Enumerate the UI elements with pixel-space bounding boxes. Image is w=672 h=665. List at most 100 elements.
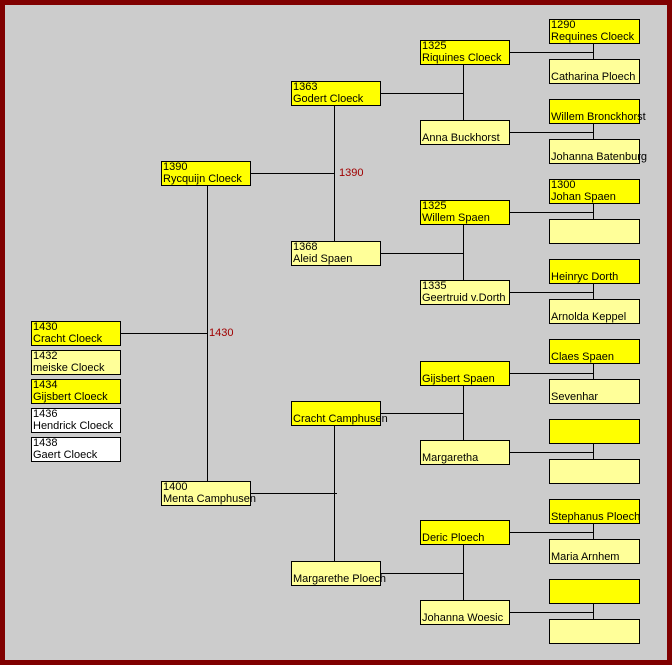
person-name: Gijsbert Spaen [422, 372, 495, 385]
connector-line [380, 93, 463, 94]
birth-year [422, 441, 509, 453]
ancestor-box-gen4[interactable]: Catharina Ploech [549, 59, 640, 84]
birth-year [422, 362, 509, 374]
ancestor-box-gen4[interactable] [549, 419, 640, 444]
person-name: Catharina Ploech [551, 70, 636, 83]
person-name [551, 632, 639, 644]
ancestor-box-gen4[interactable] [549, 579, 640, 604]
connector-line [463, 65, 464, 120]
ancestor-box-gen3[interactable]: Gijsbert Spaen [420, 361, 510, 386]
ancestor-box-gen4[interactable]: Willem Bronckhorst [549, 99, 646, 124]
connector-line [509, 532, 593, 533]
birth-year: 1335 [422, 280, 447, 292]
birth-year [293, 562, 380, 574]
person-name: Johanna Woesic [422, 611, 504, 624]
birth-year: 1363 [293, 81, 318, 93]
person-name: Hendrick Cloeck [33, 419, 114, 432]
ancestor-box-gen2[interactable]: Margarethe Ploech [291, 561, 386, 586]
marriage-year-label: 1390 [339, 167, 364, 179]
ancestor-box-gen4[interactable] [549, 619, 640, 644]
ancestor-box-gen4[interactable] [549, 219, 640, 244]
person-name: Margarethe Ploech [293, 572, 386, 585]
person-name: Sevenhar [551, 390, 599, 403]
person-name: Heinryc Dorth [551, 270, 619, 283]
connector-line [509, 212, 593, 213]
birth-year: 1290 [551, 19, 576, 31]
connector-line [119, 333, 207, 334]
birth-year [422, 121, 509, 133]
connector-line [593, 44, 594, 59]
ancestor-box-gen4[interactable]: Sevenhar [549, 379, 640, 404]
connector-line [463, 386, 464, 440]
connector-line [380, 413, 463, 414]
ancestor-box-gen3[interactable]: Johanna Woesic [420, 600, 510, 625]
birth-year: 1325 [422, 40, 447, 52]
birth-year [551, 580, 639, 592]
birth-year: 1390 [163, 161, 188, 173]
ancestor-box-gen3[interactable]: Anna Buckhorst [420, 120, 510, 145]
person-name: meiske Cloeck [33, 361, 105, 374]
connector-line [380, 573, 463, 574]
ancestor-box-gen4[interactable]: Heinryc Dorth [549, 259, 640, 284]
connector-line [593, 204, 594, 219]
connector-line [249, 493, 337, 494]
ancestor-box-gen4[interactable]: Stephanus Ploech [549, 499, 640, 524]
connector-line [334, 106, 335, 241]
connector-line [509, 52, 593, 53]
connector-line [593, 124, 594, 139]
person-name: Geertruid v.Dorth [422, 291, 506, 304]
birth-year [551, 100, 639, 112]
birth-year: 1430 [33, 321, 58, 333]
birth-year: 1325 [422, 200, 447, 212]
birth-year [551, 300, 639, 312]
connector-line [250, 173, 334, 174]
marriage-year-label: 1430 [209, 327, 234, 339]
birth-year [551, 60, 639, 72]
birth-year [551, 380, 639, 392]
ancestor-box-gen4[interactable]: Maria Arnhem [549, 539, 640, 564]
birth-year [422, 521, 509, 533]
ancestor-box-gen4[interactable]: Johanna Batenburg [549, 139, 648, 164]
connector-line [380, 253, 463, 254]
birth-year: 1432 [33, 350, 58, 362]
person-name: Johanna Batenburg [551, 150, 648, 163]
ancestor-box-gen4[interactable]: Claes Spaen [549, 339, 640, 364]
person-name: Gaert Cloeck [33, 448, 98, 461]
person-name: Requines Cloeck [551, 30, 635, 43]
ancestor-box-gen4[interactable] [549, 459, 640, 484]
connector-line [509, 452, 593, 453]
ancestor-box-gen3[interactable]: Margaretha [420, 440, 510, 465]
connector-line [593, 444, 594, 459]
person-name: Gijsbert Cloeck [33, 390, 108, 403]
ancestor-box-gen3[interactable]: Deric Ploech [420, 520, 510, 545]
birth-year [551, 500, 639, 512]
birth-year [422, 601, 509, 613]
birth-year [551, 140, 639, 152]
birth-year [293, 402, 380, 414]
ancestor-box-gen2[interactable]: Cracht Camphusen [291, 401, 388, 426]
birth-year: 1436 [33, 408, 58, 420]
person-name [551, 472, 639, 484]
connector-line [593, 284, 594, 299]
connector-line [593, 604, 594, 619]
person-name: Arnolda Keppel [551, 310, 627, 323]
connector-line [593, 524, 594, 539]
connector-line [509, 292, 593, 293]
ancestor-box-gen4[interactable]: Arnolda Keppel [549, 299, 640, 324]
person-name: Menta Camphusen [163, 492, 256, 505]
person-name: Rycquijn Cloeck [163, 172, 242, 185]
